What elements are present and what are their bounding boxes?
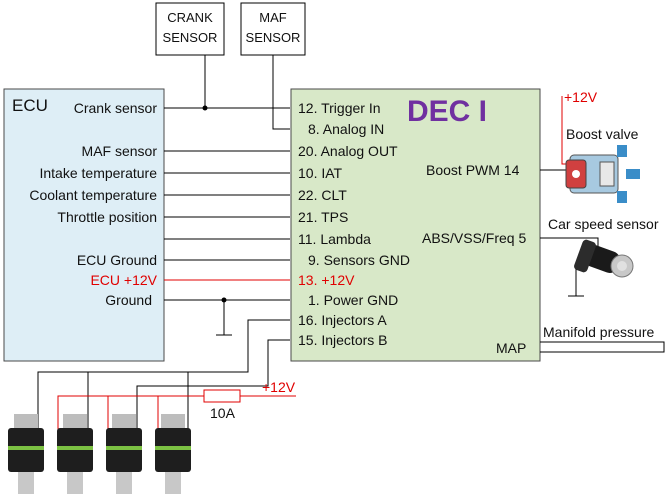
ecu-label-ground: Ground bbox=[105, 292, 152, 308]
fuse bbox=[203, 389, 241, 403]
dec-pin-injectors-a: 16. Injectors A bbox=[298, 312, 387, 328]
dec-pin-iat: 10. IAT bbox=[298, 165, 343, 181]
boost-valve-label: Boost valve bbox=[566, 126, 639, 142]
ecu-label-ecu-plus12: ECU +12V bbox=[90, 272, 157, 288]
car-speed-sensor-label: Car speed sensor bbox=[548, 216, 659, 232]
ecu-dec-wires bbox=[164, 107, 290, 301]
injector-4 bbox=[155, 414, 191, 494]
crank-sensor-line1: CRANK bbox=[167, 10, 213, 25]
injector-plus12-label: +12V bbox=[262, 379, 296, 395]
injectors bbox=[8, 414, 191, 494]
dec-pin-sensors-gnd: 9. Sensors GND bbox=[308, 252, 410, 268]
fuse-label: 10A bbox=[210, 405, 236, 421]
injector-3 bbox=[106, 414, 142, 494]
car-speed-sensor-icon bbox=[574, 239, 634, 278]
dec-pin-tps: 21. TPS bbox=[298, 209, 348, 225]
maf-sensor-line2: SENSOR bbox=[246, 30, 301, 45]
abs-vss-label: ABS/VSS/Freq 5 bbox=[422, 230, 526, 246]
crank-sensor-line2: SENSOR bbox=[163, 30, 218, 45]
ecu-label-throttle-position: Throttle position bbox=[57, 209, 157, 225]
injector-2 bbox=[57, 414, 93, 494]
ecu-label-ecu-ground: ECU Ground bbox=[77, 252, 157, 268]
crank-sensor-box: CRANK SENSOR bbox=[155, 2, 225, 56]
dec-pin-injectors-b: 15. Injectors B bbox=[298, 332, 388, 348]
maf-wire bbox=[272, 55, 290, 130]
dec-pin-lambda: 11. Lambda bbox=[298, 231, 371, 247]
injector-1 bbox=[8, 414, 44, 494]
map-label: MAP bbox=[496, 340, 526, 356]
dec-box: DEC I bbox=[290, 88, 541, 362]
ecu-label-intake-temperature: Intake temperature bbox=[39, 165, 157, 181]
dec-pin-labels: 12. Trigger In 8. Analog IN 20. Analog O… bbox=[298, 100, 410, 348]
ecu-label-coolant-temperature: Coolant temperature bbox=[29, 187, 157, 203]
boost-pwm-label: Boost PWM 14 bbox=[426, 162, 520, 178]
dec-pin-clt: 22. CLT bbox=[298, 187, 347, 203]
boost-valve-icon bbox=[565, 145, 640, 203]
ecu-label-crank-sensor: Crank sensor bbox=[74, 100, 158, 116]
dec-pin-trigger-in: 12. Trigger In bbox=[298, 100, 381, 116]
dec-pin-analog-in: 8. Analog IN bbox=[308, 121, 384, 137]
ecu-labels: Crank sensor MAF sensor Intake temperatu… bbox=[29, 100, 157, 308]
boost-plus12-label: +12V bbox=[564, 89, 598, 105]
ground-symbol bbox=[216, 297, 232, 336]
maf-sensor-box: MAF SENSOR bbox=[240, 2, 306, 56]
dec-title: DEC I bbox=[407, 95, 487, 128]
dec-pin-plus12: 13. +12V bbox=[298, 272, 355, 288]
maf-sensor-line1: MAF bbox=[259, 10, 287, 25]
ecu-title: ECU bbox=[12, 96, 48, 115]
injector-wiring bbox=[37, 319, 296, 440]
manifold-pressure-label: Manifold pressure bbox=[543, 324, 654, 340]
ecu-box: ECU bbox=[3, 88, 165, 362]
dec-pin-analog-out: 20. Analog OUT bbox=[298, 143, 398, 159]
dec-pin-power-gnd: 1. Power GND bbox=[308, 292, 398, 308]
ecu-label-maf-sensor: MAF sensor bbox=[82, 143, 158, 159]
